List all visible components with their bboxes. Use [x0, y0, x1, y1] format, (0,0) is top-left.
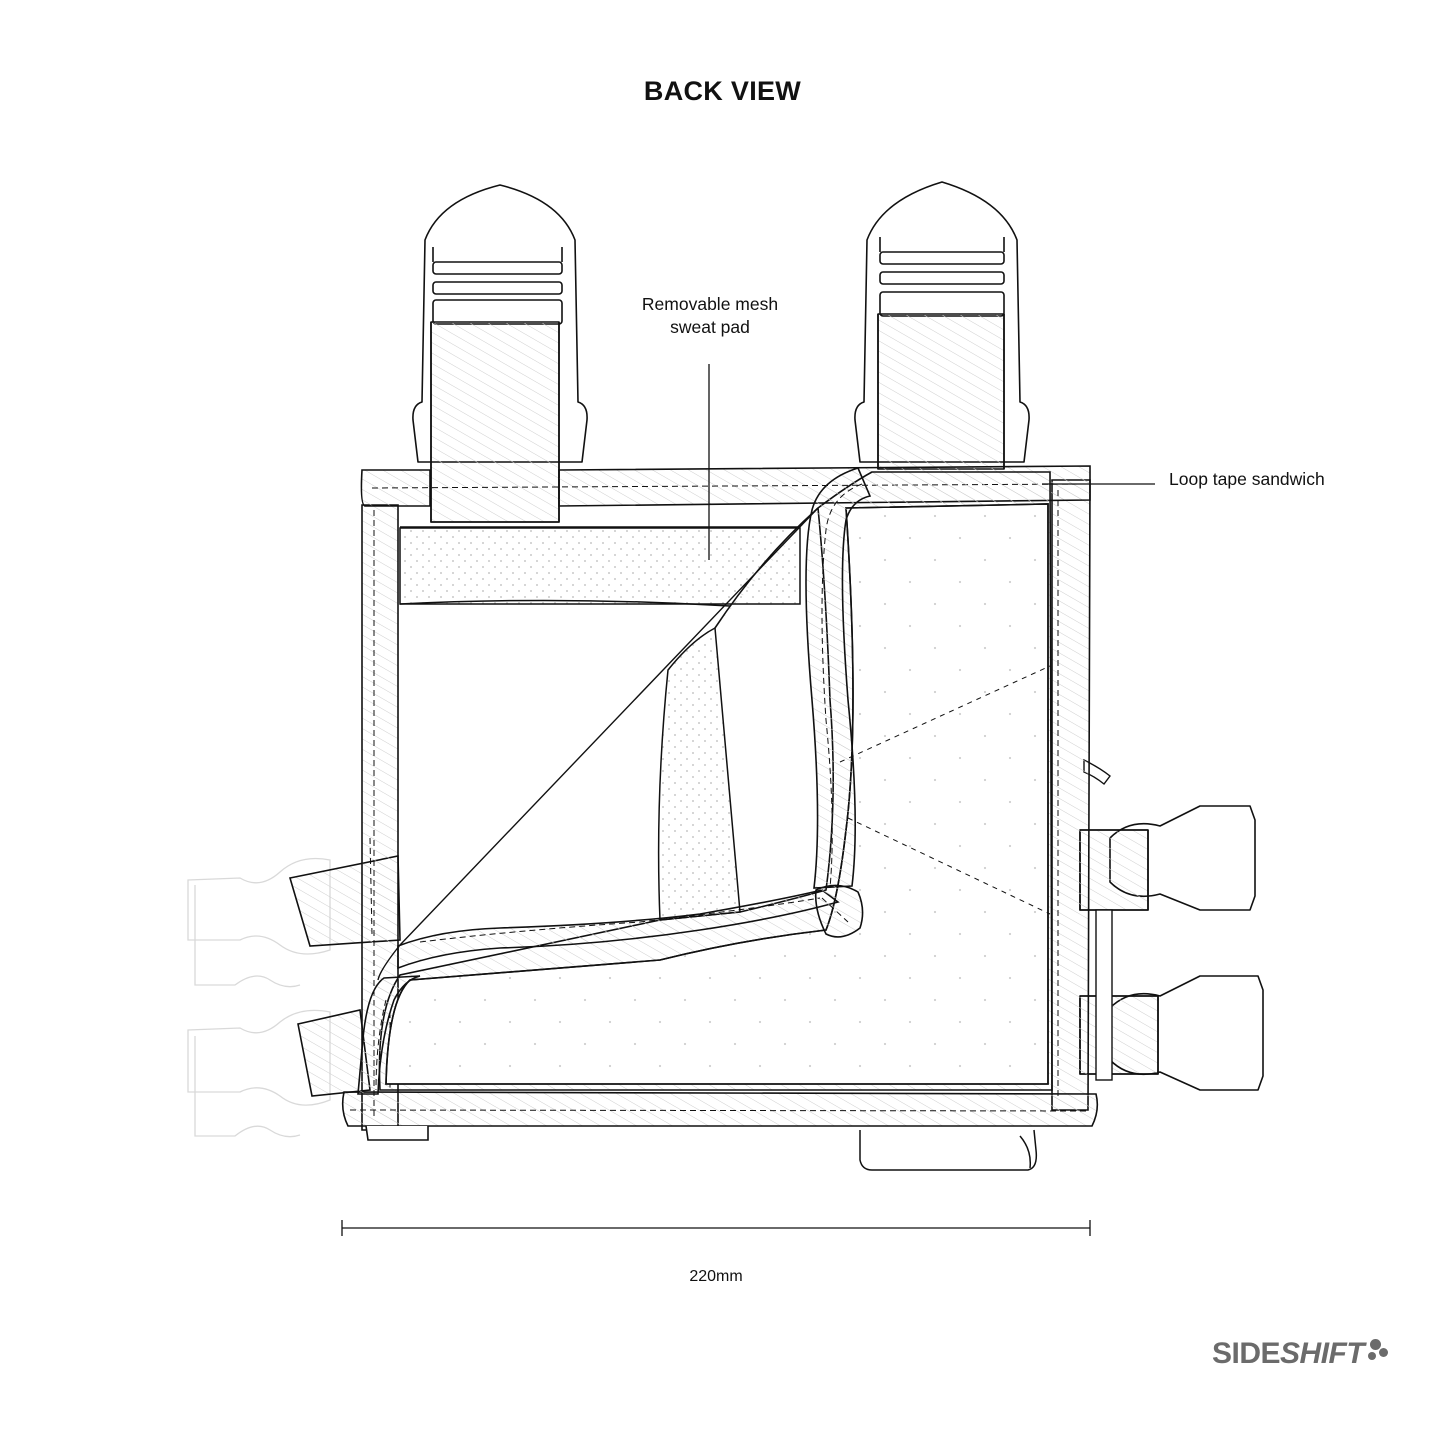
bottom-tab	[859, 1129, 1038, 1171]
panel-frame	[341, 465, 1099, 1141]
buckle-top-left	[412, 184, 588, 523]
brand-part2: SHIFT	[1280, 1337, 1365, 1370]
mesh-callout-line2: sweat pad	[670, 317, 750, 337]
dimension-line	[341, 1220, 1091, 1236]
brand-part1: SIDE	[1212, 1337, 1281, 1370]
buckle-side-lower	[1079, 975, 1264, 1091]
fold-guides	[839, 665, 1051, 915]
brand-wordmark: SIDESHIFT	[1212, 1337, 1365, 1371]
fold-line	[377, 507, 819, 981]
mesh-callout-line1: Removable mesh	[641, 294, 779, 314]
mesh-vertical-strip	[657, 626, 741, 921]
flap-stitching	[375, 483, 863, 1091]
diagram-title: BACK VIEW	[643, 76, 802, 106]
brand-logo: SIDESHIFT	[1212, 1334, 1390, 1374]
loop-tape-callout: Loop tape sandwich	[1169, 469, 1325, 489]
mesh-pad-callout: Removable mesh sweat pad	[600, 293, 820, 339]
dimension-label: 220mm	[689, 1268, 743, 1285]
ghost-buckle-lower	[187, 1009, 331, 1138]
mesh-sweat-pad	[399, 526, 801, 607]
buckle-top-right	[854, 181, 1030, 470]
flap-binding	[357, 467, 872, 1095]
buckle-side-upper	[1079, 805, 1256, 911]
ghost-buckle-upper	[187, 857, 331, 988]
side-ties	[1083, 758, 1113, 1081]
brand-dots-icon	[1366, 1339, 1390, 1369]
